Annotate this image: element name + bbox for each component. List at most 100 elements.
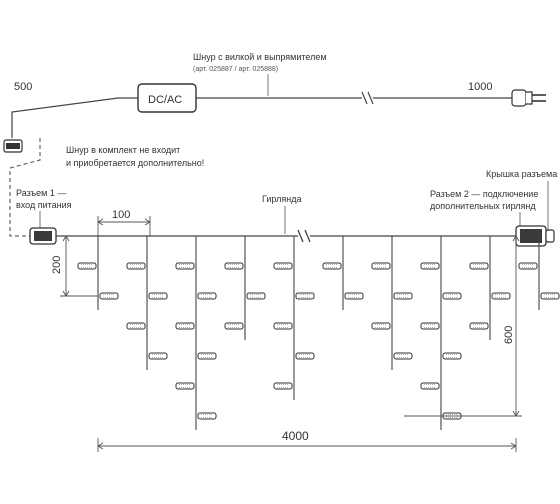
led-lamp-detail [179, 264, 191, 268]
strand [126, 236, 168, 370]
led-lamp [224, 262, 244, 270]
led-lamp-detail [130, 324, 142, 328]
dim-top-drop-label: 200 [51, 256, 63, 274]
cord-title: Шнур с вилкой и выпрямителем [193, 52, 327, 62]
dim-total-length [97, 438, 517, 452]
cord-note-line1: Шнур в комплект не входит [66, 145, 180, 155]
strand [224, 236, 266, 340]
strand [518, 236, 560, 310]
strand [469, 236, 511, 340]
led-lamp [273, 382, 293, 390]
cord-note-line2: и приобретается дополнительно! [66, 158, 204, 168]
led-lamp-detail [299, 294, 311, 298]
garland-wire [56, 229, 520, 243]
led-lamp [126, 322, 146, 330]
converter-label: DC/AC [148, 94, 182, 106]
led-lamp [371, 322, 391, 330]
led-lamp [126, 262, 146, 270]
led-lamp [224, 322, 244, 330]
garland-label: Гирлянда [262, 194, 301, 204]
led-lamp [197, 352, 217, 360]
led-lamp-detail [277, 324, 289, 328]
led-lamp [295, 292, 315, 300]
led-lamp-detail [201, 294, 213, 298]
led-lamp-detail [103, 294, 115, 298]
led-lamp [99, 292, 119, 300]
led-lamp [273, 262, 293, 270]
led-lamp [420, 322, 440, 330]
led-lamp-detail [250, 294, 262, 298]
led-lamp [491, 292, 511, 300]
strand [175, 236, 217, 430]
led-lamp-detail [81, 264, 93, 268]
led-lamp [540, 292, 560, 300]
cord-article: (арт. 025887 / арт. 025888) [193, 66, 278, 73]
dim-max-drop [404, 235, 522, 417]
led-lamp [322, 262, 342, 270]
led-lamp-detail [397, 354, 409, 358]
led-lamp-detail [152, 354, 164, 358]
strand [77, 236, 119, 310]
plug-icon [511, 89, 546, 107]
led-lamp [295, 352, 315, 360]
led-lamp [148, 292, 168, 300]
led-lamp-detail [446, 414, 458, 418]
dim-total-length-label: 4000 [282, 429, 309, 443]
led-lamp-detail [424, 324, 436, 328]
cap-label: Крышка разъема [486, 169, 557, 179]
led-lamp-detail [446, 354, 458, 358]
cord-connector [3, 139, 23, 153]
led-lamp-detail [424, 384, 436, 388]
led-lamp-detail [228, 324, 240, 328]
power-cord [11, 91, 512, 138]
strand [371, 236, 413, 370]
connector2-label-line2: дополнительных гирлянд [430, 201, 536, 211]
led-lamp-detail [179, 384, 191, 388]
led-lamp-detail [152, 294, 164, 298]
led-lamp [420, 262, 440, 270]
connector2-label-line1: Разъем 2 — подключение [430, 189, 538, 199]
dim-top-drop [60, 235, 98, 297]
led-lamp-detail [228, 264, 240, 268]
led-lamp-detail [424, 264, 436, 268]
dim-spacing [97, 216, 151, 236]
led-lamp-detail [446, 294, 458, 298]
led-lamp-detail [375, 324, 387, 328]
led-lamp [197, 292, 217, 300]
led-lamp [469, 322, 489, 330]
led-lamp [175, 382, 195, 390]
led-lamp-detail [179, 324, 191, 328]
cord-length-right: 1000 [468, 81, 492, 93]
led-lamp-detail [277, 384, 289, 388]
led-lamp-detail [375, 264, 387, 268]
dim-spacing-label: 100 [112, 209, 130, 221]
strand [322, 236, 364, 310]
led-lamp [77, 262, 97, 270]
led-lamp-detail [522, 264, 534, 268]
led-lamp [371, 262, 391, 270]
led-lamp-detail [299, 354, 311, 358]
led-lamp-detail [348, 294, 360, 298]
led-lamp [197, 412, 217, 420]
led-lamp [442, 292, 462, 300]
cord-left-cable [11, 97, 138, 138]
connector1-label-line1: Разъем 1 — [16, 188, 66, 198]
strands [77, 236, 560, 430]
led-lamp [442, 352, 462, 360]
strand [273, 236, 315, 400]
connector-1 [29, 227, 57, 245]
led-lamp [469, 262, 489, 270]
led-lamp-detail [495, 294, 507, 298]
led-lamp-detail [326, 264, 338, 268]
strand [420, 236, 462, 430]
led-lamp [175, 262, 195, 270]
dim-max-drop-label: 600 [503, 326, 515, 344]
converter-box: DC/AC [137, 83, 197, 113]
led-lamp [175, 322, 195, 330]
led-lamp [246, 292, 266, 300]
led-lamp-detail [473, 264, 485, 268]
led-lamp-detail [201, 414, 213, 418]
cord-break [361, 91, 374, 105]
cord-dashed-link [9, 138, 41, 237]
